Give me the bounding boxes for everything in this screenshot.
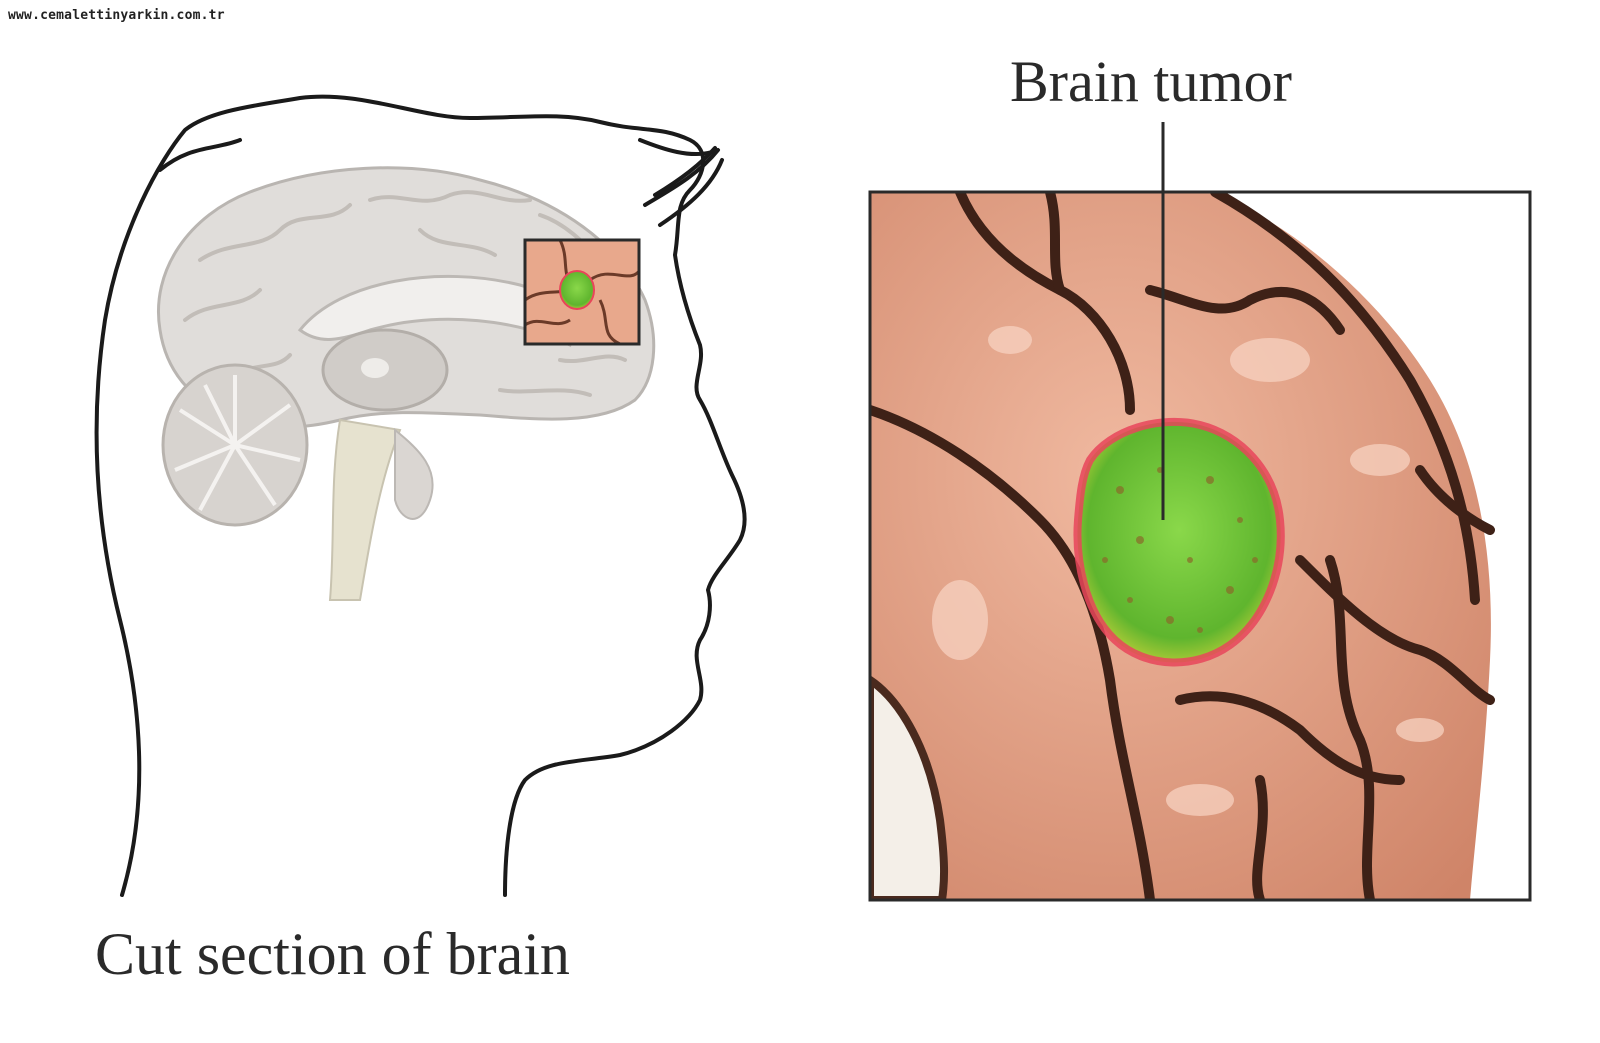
head-profile-outline: [94, 94, 747, 897]
cerebellum: [161, 363, 309, 527]
figure-caption: Cut section of brain: [95, 921, 570, 987]
brain-midsagittal: [157, 166, 656, 601]
site-watermark: www.cemalettinyarkin.com.tr: [8, 8, 225, 23]
tumor-callout-label: Brain tumor: [1010, 49, 1292, 114]
inset-region-marker: [523, 238, 641, 346]
tumor-mass: [1073, 418, 1285, 667]
